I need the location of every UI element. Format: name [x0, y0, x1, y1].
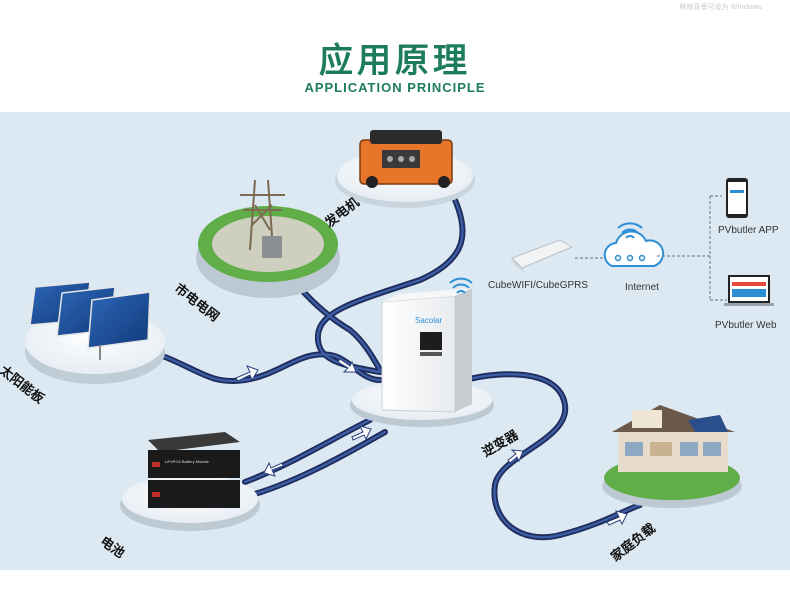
flow-arrows — [235, 358, 628, 526]
arrow-load-1 — [507, 449, 524, 464]
watermark-text: 移除背景可设为 Windows — [679, 3, 762, 11]
battery-module-label: LiFePO4 Battery Module — [165, 459, 209, 464]
page-header: 应用原理 APPLICATION PRINCIPLE 移除背景可设为 Windo… — [0, 0, 790, 112]
diagram-panel: 发电机 市电电网 太阳能板 逆变器 电池 家庭负载 Sacolar LiFePO… — [0, 112, 790, 570]
arrow-grid — [337, 358, 357, 373]
label-app: PVbutler APP — [718, 225, 779, 236]
cloud-wifi-icon — [617, 222, 643, 239]
title-english: APPLICATION PRINCIPLE — [304, 80, 486, 95]
solar-node — [25, 281, 165, 384]
inverter-brand: Sacolar — [415, 316, 443, 325]
solar-panel-icon — [29, 281, 151, 349]
phone-icon — [726, 178, 748, 218]
line-battery-inverter-2 — [252, 429, 388, 497]
monitor-icon — [724, 275, 774, 306]
label-dongle: CubeWIFI/CubeGPRS — [488, 280, 589, 291]
generator-node — [335, 130, 475, 208]
grid-node — [196, 179, 340, 298]
arrow-battery-2 — [351, 425, 372, 441]
title-chinese: 应用原理 — [319, 41, 471, 81]
transformer-icon — [262, 236, 282, 258]
inverter-node — [350, 277, 494, 427]
label-internet: Internet — [625, 282, 659, 293]
cloud-icon — [603, 230, 665, 267]
arrow-solar — [235, 365, 259, 382]
battery-node — [120, 432, 260, 531]
footer-space — [0, 570, 790, 609]
wifi-icon — [449, 277, 473, 294]
flow-diagram — [25, 130, 774, 541]
inverter-display — [420, 332, 442, 350]
dongle-icon — [510, 239, 574, 275]
battery-rack-icon — [148, 432, 240, 508]
arrow-load-2 — [606, 510, 628, 526]
arrow-battery-1 — [263, 461, 284, 477]
monitoring-group — [510, 178, 774, 306]
label-web: PVbutler Web — [715, 320, 777, 331]
home-load-node — [602, 405, 742, 508]
flow-lines — [157, 197, 643, 541]
house-icon — [612, 405, 735, 472]
